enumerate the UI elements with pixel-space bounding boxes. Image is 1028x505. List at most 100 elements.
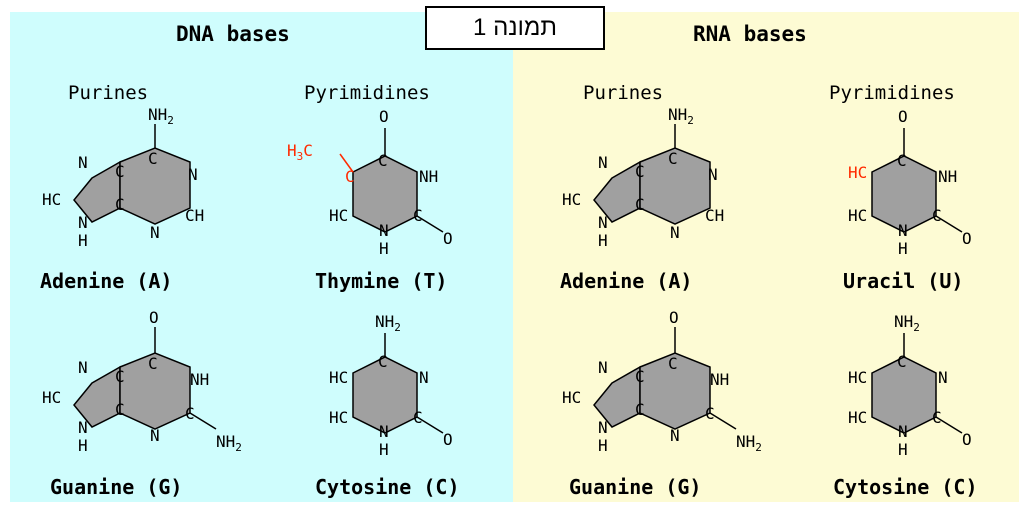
atom-c: C [378,151,388,170]
dna-pyrimidines-label: Pyrimidines [304,82,430,104]
dna-adenine-label: Adenine (A) [40,269,173,293]
atom-n: N [150,223,160,242]
atom-c: C [932,408,942,427]
atom-n: N [938,368,948,387]
carbonyl-bond [935,416,963,434]
rna-title: RNA bases [693,22,807,46]
dna-cytosine-label: Cytosine (C) [315,475,460,499]
dna-title: DNA bases [176,22,290,46]
atom-c: C [115,162,125,181]
atom-c: C [897,151,907,170]
atom-hc: HC [329,408,348,427]
atom-n: N [188,165,198,184]
atom-c-red: C [345,167,355,186]
rna-uracil-label: Uracil (U) [843,269,964,293]
amino-group: NH2 [736,432,762,454]
rna-cytosine-label: Cytosine (C) [833,475,978,499]
atom-c: C [635,367,645,386]
dna-guanine-label: Guanine (G) [50,475,183,499]
imidazole-ring [593,160,641,223]
amino-group: NH2 [894,312,920,334]
atom-c: C [148,354,158,373]
rna-guanine-molecule: O N C C NH HC C C NH2 N N H [562,308,762,455]
atom-c: C [115,195,125,214]
atom-nh: NH [190,370,209,389]
atom-c: C [668,149,678,168]
rna-adenine-molecule: NH2 N C C N HC C CH N N H [562,105,724,250]
atom-nh: NH [419,167,438,186]
rna-pyrimidines-label: Pyrimidines [829,82,955,104]
atom-c: C [185,404,195,423]
atom-n: N [379,422,389,441]
dna-purines-label: Purines [68,82,149,104]
amino-bond [189,412,217,430]
atom-n: N [898,422,908,441]
atom-n: N [379,221,389,240]
rna-bases-panel: RNA bases Purines Pyrimidines Adenine (A… [513,12,1019,502]
atom-c: C [635,400,645,419]
atom-c: C [897,352,907,371]
rna-cytosine-molecule: NH2 C HC N HC C O N H [848,312,972,459]
atom-h: H [78,231,88,250]
atom-nh: NH [938,167,957,186]
atom-o: O [149,308,159,327]
atom-c: C [932,206,942,225]
atom-c: C [115,367,125,386]
atom-c: C [635,162,645,181]
atom-n: N [598,153,608,172]
dna-cytosine-molecule: NH2 C HC N HC C O N H [329,312,453,459]
atom-c: C [413,206,423,225]
imidazole-ring [73,160,121,223]
atom-c: C [115,400,125,419]
atom-h: H [598,436,608,455]
atom-c: C [705,404,715,423]
atom-h: H [898,239,908,258]
rna-uracil-molecule: O C HC NH HC C O N H [848,107,972,258]
amino-group: NH2 [216,432,242,454]
atom-hc: HC [848,206,867,225]
atom-c: C [668,354,678,373]
amino-group: NH2 [668,105,694,127]
rna-adenine-label: Adenine (A) [560,269,693,293]
carbonyl-bond [416,215,444,233]
atom-hc: HC [848,368,867,387]
atom-o: O [962,229,972,248]
atom-n: N [598,418,608,437]
atom-hc: HC [329,368,348,387]
atom-c: C [378,352,388,371]
atom-hc: HC [42,190,61,209]
imidazole-ring [73,365,121,428]
atom-hc: HC [848,408,867,427]
atom-n: N [78,418,88,437]
atom-o: O [669,308,679,327]
carbonyl-bond [935,215,963,233]
atom-hc: HC [562,190,581,209]
atom-c: C [148,149,158,168]
atom-n: N [598,358,608,377]
atom-n: N [670,426,680,445]
atom-n: N [78,213,88,232]
atom-o: O [962,430,972,449]
atom-n: N [598,213,608,232]
atom-c: C [413,408,423,427]
atom-n: N [898,221,908,240]
imidazole-ring [593,365,641,428]
dna-adenine-molecule: NH2 N C C N HC C CH N N H [42,105,204,250]
figure-label-box: תמונה 1 [425,6,605,50]
amino-bond [709,412,737,430]
atom-o: O [443,430,453,449]
dna-thymine-label: Thymine (T) [315,269,448,293]
amino-group: NH2 [148,105,174,127]
atom-o: O [379,107,389,126]
atom-h: H [379,239,389,258]
methyl-group: H3C [287,141,313,163]
amino-group: NH2 [375,312,401,334]
atom-h: H [78,436,88,455]
carbonyl-bond [416,416,444,434]
atom-h: H [598,231,608,250]
atom-n: N [78,358,88,377]
atom-n: N [78,153,88,172]
atom-c: C [635,195,645,214]
atom-n: N [150,426,160,445]
